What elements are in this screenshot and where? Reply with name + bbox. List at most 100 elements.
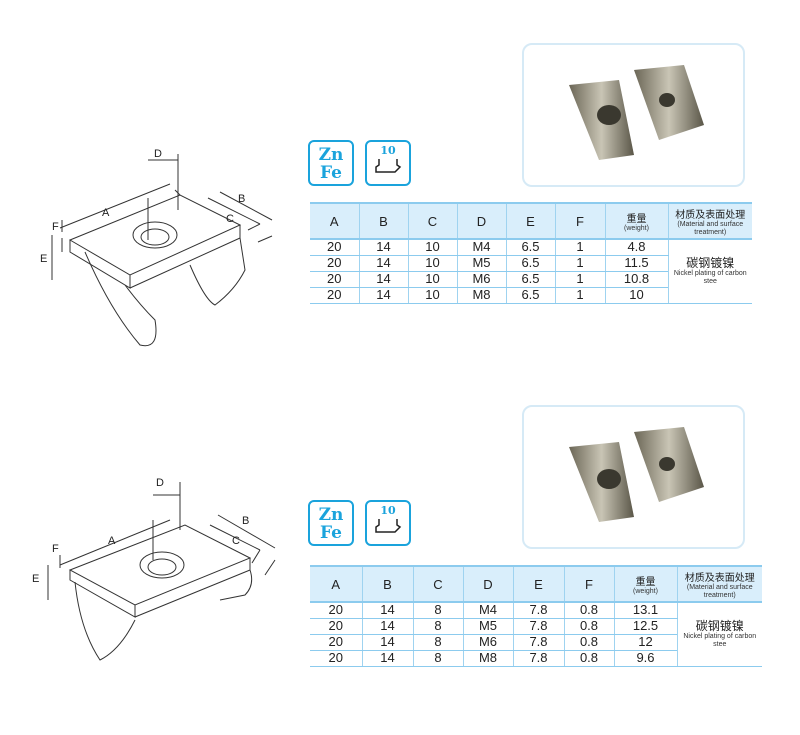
table-cell: 10 bbox=[407, 239, 458, 256]
table-cell: M4 bbox=[462, 602, 514, 619]
table-cell: 14 bbox=[361, 634, 414, 651]
product-photo-1 bbox=[522, 43, 745, 187]
table-cell: 20 bbox=[310, 602, 363, 619]
table-cell: 14 bbox=[358, 271, 409, 288]
spec-table-2: A B C D E F 重量(weight) 材质及表面处理(Material … bbox=[310, 565, 762, 667]
col-f: F bbox=[563, 565, 615, 603]
col-a: A bbox=[310, 565, 363, 603]
table-cell: M5 bbox=[456, 255, 507, 272]
table-cell: 7.8 bbox=[512, 618, 565, 635]
table-cell: 0.8 bbox=[563, 602, 615, 619]
slot-size-label: 10 bbox=[380, 504, 396, 517]
col-e: E bbox=[505, 202, 556, 240]
table-cell: 12.5 bbox=[613, 618, 678, 635]
dim-label-a: A bbox=[102, 207, 110, 219]
slot-size-icon: 10 bbox=[365, 500, 411, 546]
table-cell: M5 bbox=[462, 618, 514, 635]
table-cell: 7.8 bbox=[512, 650, 565, 667]
dim-label-c: C bbox=[226, 213, 234, 225]
table-cell: 13.1 bbox=[613, 602, 678, 619]
technical-drawing-2: D A B C E F bbox=[32, 477, 276, 661]
table-cell: 6.5 bbox=[505, 287, 556, 304]
table-cell: 4.8 bbox=[604, 239, 669, 256]
col-b: B bbox=[361, 565, 414, 603]
table-cell: 1 bbox=[554, 239, 606, 256]
dim-label-f: F bbox=[52, 221, 59, 233]
dim-label-f: F bbox=[52, 543, 59, 555]
table-cell: 0.8 bbox=[563, 650, 615, 667]
product-photo-2 bbox=[522, 405, 745, 549]
t-slot-profile-icon bbox=[375, 159, 402, 173]
col-weight: 重量(weight) bbox=[613, 565, 678, 603]
table-cell: 7.8 bbox=[512, 602, 565, 619]
t-nut-photo bbox=[569, 427, 704, 522]
t-nut-photo bbox=[569, 65, 704, 160]
technical-drawing-1: D A B C E F bbox=[40, 148, 273, 347]
col-d: D bbox=[456, 202, 507, 240]
slot-size-label: 10 bbox=[380, 144, 396, 157]
col-d: D bbox=[462, 565, 514, 603]
col-f: F bbox=[554, 202, 606, 240]
table-cell: 20 bbox=[310, 239, 360, 256]
table-cell: 20 bbox=[310, 650, 363, 667]
col-material: 材质及表面处理(Material and surface treatment) bbox=[676, 565, 762, 603]
table-cell: 6.5 bbox=[505, 271, 556, 288]
table-cell: 20 bbox=[310, 255, 360, 272]
dim-label-a: A bbox=[108, 535, 116, 547]
dim-label-d: D bbox=[154, 148, 162, 160]
table-cell: 0.8 bbox=[563, 618, 615, 635]
table-cell: 20 bbox=[310, 634, 363, 651]
table-header-row: A B C D E F 重量(weight) 材质及表面处理(Material … bbox=[310, 565, 762, 603]
col-a: A bbox=[310, 202, 360, 240]
table-cell: M6 bbox=[456, 271, 507, 288]
table-cell: 14 bbox=[358, 239, 409, 256]
table-cell: 10 bbox=[604, 287, 669, 304]
table-header-row: A B C D E F 重量(weight) 材质及表面处理(Material … bbox=[310, 202, 752, 240]
table-cell: 10 bbox=[407, 287, 458, 304]
table-cell: 8 bbox=[412, 634, 464, 651]
table-cell: 12 bbox=[613, 634, 678, 651]
table-cell: 14 bbox=[361, 618, 414, 635]
table-cell: 20 bbox=[310, 618, 363, 635]
table-cell: 9.6 bbox=[613, 650, 678, 667]
table-cell: M6 bbox=[462, 634, 514, 651]
table-cell: M8 bbox=[456, 287, 507, 304]
table-cell: 6.5 bbox=[505, 239, 556, 256]
col-weight: 重量(weight) bbox=[604, 202, 669, 240]
table-cell: 1 bbox=[554, 271, 606, 288]
table-cell: 14 bbox=[358, 287, 409, 304]
table-cell: 7.8 bbox=[512, 634, 565, 651]
col-c: C bbox=[407, 202, 458, 240]
dim-label-b: B bbox=[242, 515, 249, 527]
table-cell: M4 bbox=[456, 239, 507, 256]
col-c: C bbox=[412, 565, 464, 603]
col-e: E bbox=[512, 565, 565, 603]
dim-label-e: E bbox=[40, 253, 47, 265]
table-cell: 14 bbox=[361, 650, 414, 667]
col-material: 材质及表面处理(Material and surface treatment) bbox=[667, 202, 752, 240]
table-cell: 8 bbox=[412, 618, 464, 635]
table-cell: 10.8 bbox=[604, 271, 669, 288]
dim-label-e: E bbox=[32, 573, 39, 585]
spec-table-1: A B C D E F 重量(weight) 材质及表面处理(Material … bbox=[310, 202, 752, 304]
col-b: B bbox=[358, 202, 409, 240]
slot-size-icon: 10 bbox=[365, 140, 411, 186]
table-cell: 14 bbox=[361, 602, 414, 619]
t-slot-profile-icon bbox=[375, 519, 402, 533]
dim-label-d: D bbox=[156, 477, 164, 489]
table-cell: 0.8 bbox=[563, 634, 615, 651]
table-cell: 20 bbox=[310, 287, 360, 304]
table-cell: 6.5 bbox=[505, 255, 556, 272]
table-cell: 1 bbox=[554, 287, 606, 304]
